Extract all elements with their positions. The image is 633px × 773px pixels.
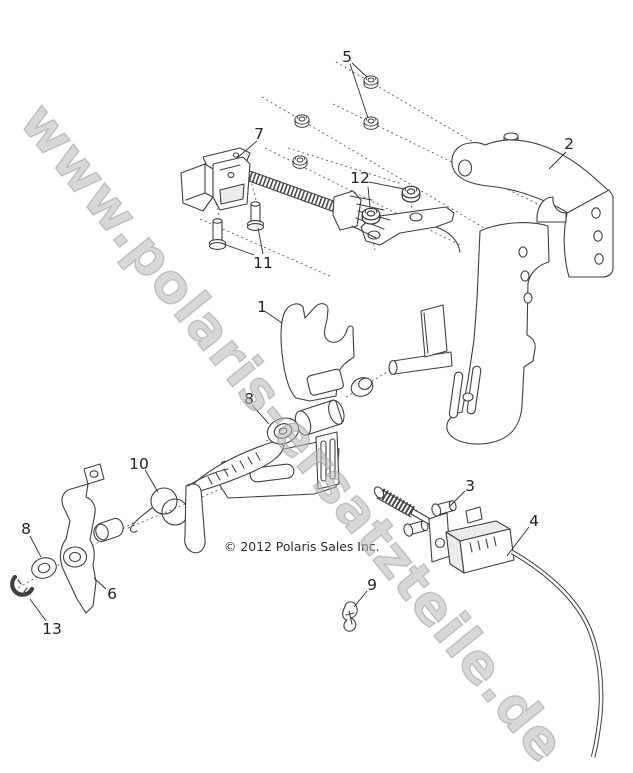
flange-nuts-part-5: [292, 75, 379, 169]
callout-label-7: 7: [254, 125, 264, 143]
callout-label-8-lower: 8: [21, 520, 31, 538]
leader-11a: [220, 242, 255, 256]
leader-10: [144, 469, 159, 493]
cable-guide-part-4: [428, 506, 604, 758]
leader-1: [265, 311, 283, 324]
callout-label-3: 3: [465, 477, 475, 495]
leader-7: [236, 140, 258, 159]
callout-label-13: 13: [42, 620, 62, 638]
cable-clip-part-9: [342, 601, 358, 632]
bushing-part-8-upper: [266, 417, 300, 445]
torsion-spring-part-10: [129, 468, 229, 554]
pedal-weldment-part-1: [189, 303, 374, 499]
lever-plate-part-6: [59, 463, 124, 614]
leader-5a: [351, 62, 368, 78]
leader-2: [548, 151, 567, 170]
coil-spring: [248, 171, 343, 214]
leader-11b: [257, 227, 264, 255]
shoulder-bolts-part-11: [208, 201, 265, 250]
axis-line: [127, 485, 229, 529]
leader-6: [93, 577, 107, 590]
e-clip-part-13: [10, 574, 35, 597]
pedal-arm: [189, 440, 285, 493]
spring-bracket-part-7: [180, 147, 391, 239]
leader-8-upper: [251, 404, 270, 425]
callout-label-5: 5: [342, 48, 352, 66]
leader-12a: [368, 181, 405, 190]
callout-label-6: 6: [107, 585, 117, 603]
callout-label-12: 12: [350, 169, 370, 187]
axis-line: [199, 218, 333, 278]
leader-5b: [349, 63, 369, 119]
leader-3: [449, 490, 466, 507]
leader-13: [29, 598, 47, 622]
callout-label-1: 1: [257, 298, 267, 316]
callout-label-11: 11: [253, 254, 273, 272]
callout-label-2: 2: [564, 135, 574, 153]
callout-label-8-upper: 8: [244, 390, 254, 408]
main-bracket-part-2: [360, 132, 614, 445]
leader-12b: [367, 186, 371, 208]
callout-label-9: 9: [367, 576, 377, 594]
washer-part-8-lower: [31, 557, 57, 579]
leader-4: [506, 526, 530, 557]
leader-lines: [29, 62, 567, 622]
pivot-grommet: [350, 377, 374, 397]
callout-labels: 5 7 2 12 11 1 8 10 3 4 8 6 9 13: [21, 48, 574, 638]
callout-label-10: 10: [129, 455, 149, 473]
leader-8-lower: [29, 535, 42, 558]
pins-part-3: [403, 500, 457, 537]
copyright-text: © 2012 Polaris Sales Inc.: [224, 539, 380, 554]
callout-label-4: 4: [529, 512, 539, 530]
leader-9: [353, 590, 368, 608]
